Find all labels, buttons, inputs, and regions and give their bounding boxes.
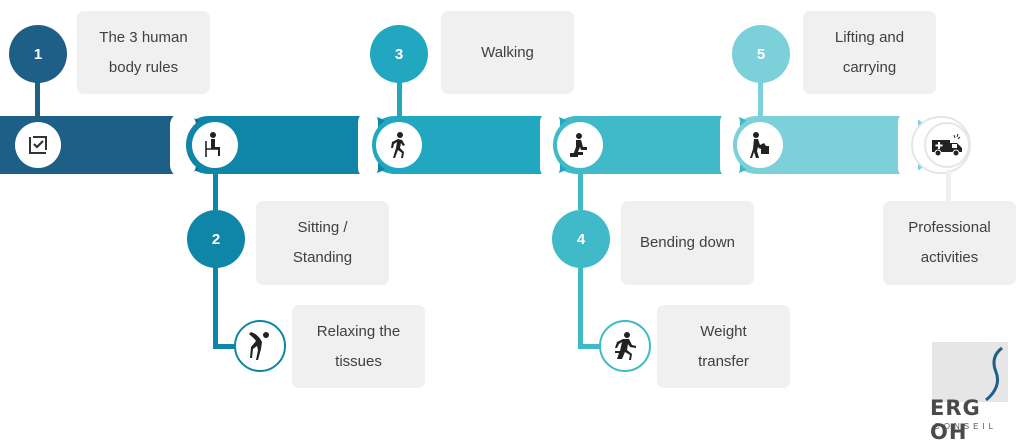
logo-subtitle: CONSEIL: [934, 422, 998, 431]
connector-5: [758, 62, 763, 118]
sub-node-2: [599, 320, 651, 372]
bar-node-4: [557, 122, 603, 168]
running-person-icon: [615, 332, 636, 360]
connector-1: [35, 60, 40, 118]
step-label-2-text: Sitting / Standing: [292, 219, 353, 266]
step-label-3-text: Walking: [481, 43, 534, 61]
connector-4-right: [578, 344, 604, 349]
step-label-4-text: Bending down: [639, 234, 736, 251]
connector-2-down: [213, 266, 218, 348]
segment-gap: [358, 112, 378, 178]
lifting-person-icon: [750, 132, 769, 158]
segment-gap: [898, 112, 918, 178]
sub-label-2-text: Weight transfer: [698, 322, 749, 370]
step-number-1: 1: [9, 25, 67, 83]
step-label-5-text: Lifting and carrying: [834, 28, 905, 76]
final-label: Professional activities: [883, 201, 1016, 285]
step-number-3: 3: [370, 25, 428, 83]
bar-node-3: [376, 122, 422, 168]
ambulance-icon: [932, 133, 962, 157]
connector-2-right: [213, 344, 239, 349]
connector-6: [946, 170, 951, 204]
checklist-icon: [29, 136, 47, 154]
step-label-1-text: The 3 human body rules: [99, 28, 188, 76]
final-label-text: Professional activities: [908, 219, 991, 266]
sub-node-1: [234, 320, 286, 372]
sub-label-2: Weight transfer: [657, 305, 790, 388]
bar-node-2: [192, 122, 238, 168]
ergoh-logo: ERG OH CONSEIL: [930, 342, 1008, 444]
logo-wordmark: ERG OH: [930, 396, 981, 444]
step-number-5: 5: [732, 25, 790, 83]
step-label-4: Bending down: [621, 201, 754, 285]
step-label-1: The 3 human body rules: [77, 11, 210, 94]
sub-label-1-text: Relaxing the tissues: [316, 322, 401, 370]
step-number-4: 4: [552, 210, 610, 268]
step-number-2: 2: [187, 210, 245, 268]
connector-4-down: [578, 266, 583, 348]
step-label-5: Lifting and carrying: [803, 11, 936, 94]
logo-swoosh-icon: [985, 346, 1003, 402]
step-label-3: Walking: [441, 11, 574, 94]
logo-background: [932, 342, 1008, 402]
bar-node-1: [15, 122, 61, 168]
bar-node-6: [924, 122, 970, 168]
segment-gap: [720, 112, 740, 178]
kneeling-person-icon: [570, 133, 587, 157]
walking-person-icon: [391, 132, 405, 158]
step-label-2: Sitting / Standing: [256, 201, 389, 285]
connector-3: [397, 62, 402, 118]
sub-label-1: Relaxing the tissues: [292, 305, 425, 388]
bar-node-5: [737, 122, 783, 168]
connector-2: [213, 170, 218, 210]
connector-4: [578, 170, 583, 210]
sitting-person-icon: [205, 132, 220, 157]
stretching-person-icon: [249, 332, 269, 360]
segment-gap: [540, 112, 560, 178]
